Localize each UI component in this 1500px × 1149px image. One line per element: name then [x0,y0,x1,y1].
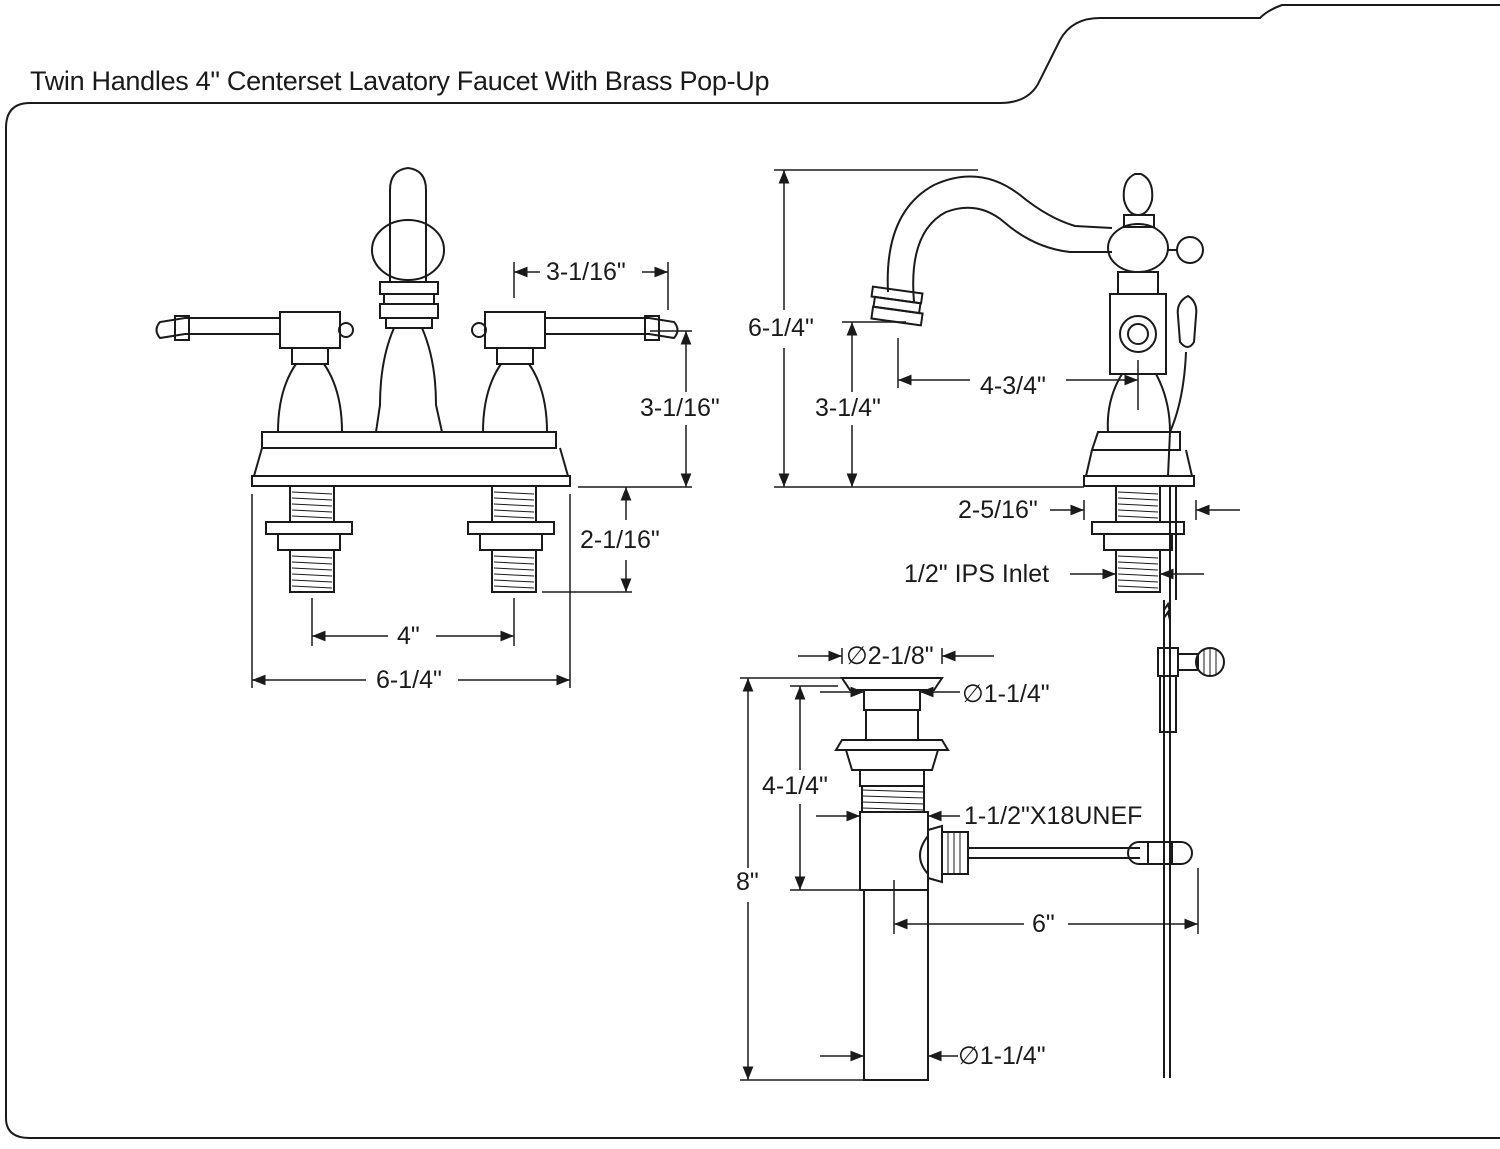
drain-body-height-label: 4-1/4" [762,772,828,800]
front-spout [389,166,427,282]
side-spout-height-label: 3-1/4" [815,394,881,422]
front-overall-width-label: 6-1/4" [376,666,442,694]
drain-thread-label: 1-1/2"X18UNEF [964,802,1143,830]
drain-tail-diameter-label: ∅1-1/4" [958,1042,1046,1070]
drain-rod-length-label: 6" [1032,910,1055,938]
lift-rod-knob [1176,294,1198,348]
drain-total-height-label: 8" [736,868,759,896]
front-view [155,166,679,593]
front-height-label: 3-1/16" [640,394,720,422]
drain-stopper-diameter-label: ∅1-1/4" [962,680,1050,708]
sheet-border [5,4,1500,1139]
front-handle-reach-label: 3-1/16" [546,258,626,286]
drain-flange [840,677,944,691]
front-dimensions [251,262,692,688]
side-dimensions [774,169,1240,580]
side-view [870,173,1204,600]
front-shank-length-label: 2-1/16" [580,526,660,554]
page-title: Twin Handles 4" Centerset Lavatory Fauce… [30,66,770,96]
side-spout [886,175,1113,303]
front-centers-label: 4" [397,622,420,650]
side-spout-reach-label: 4-3/4" [980,372,1046,400]
side-inlet-label: 1/2" IPS Inlet [904,560,1050,588]
drain-assembly [834,600,1225,1081]
side-overall-height-label: 6-1/4" [748,314,814,342]
right-lever [544,317,679,340]
lift-rod [1163,600,1171,1078]
side-base-depth-label: 2-5/16" [958,496,1038,524]
drain-dimensions [740,648,1199,1081]
drain-flange-diameter-label: ∅2-1/8" [846,642,934,670]
front-base [261,431,557,449]
